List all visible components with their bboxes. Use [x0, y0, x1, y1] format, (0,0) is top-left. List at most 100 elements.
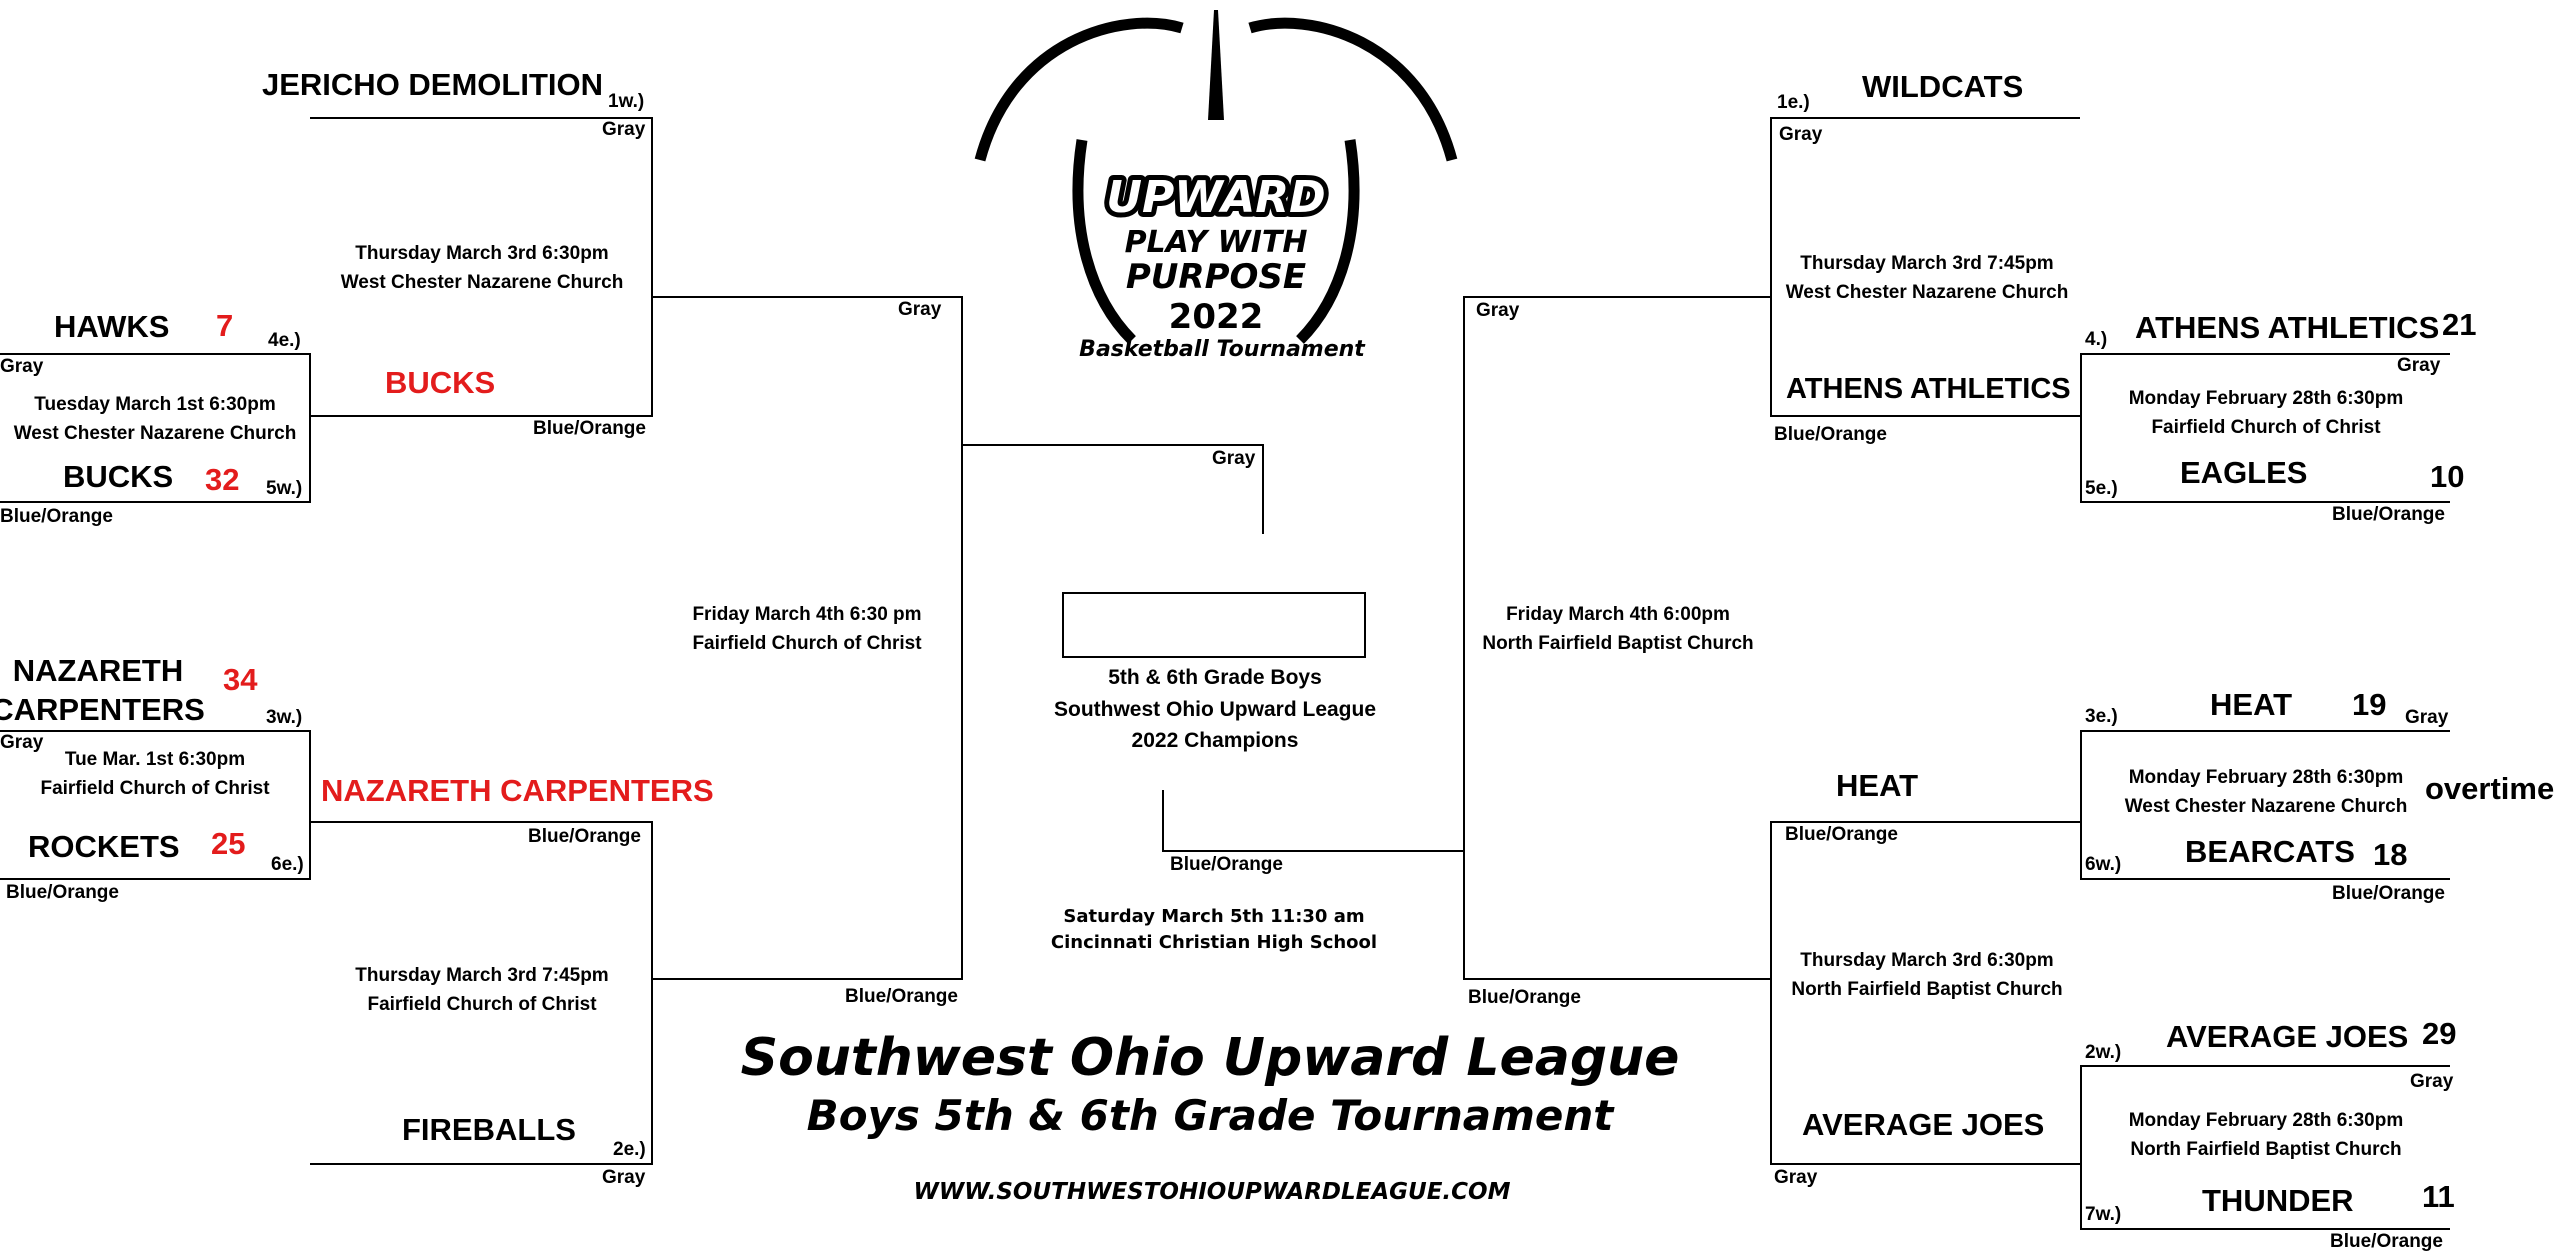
- game-date: Thursday March 3rd 6:30pm: [355, 243, 609, 264]
- game-venue: West Chester Nazarene Church: [2124, 795, 2408, 817]
- line-fireballs: [310, 1163, 652, 1165]
- seed-athens: 4.): [2085, 329, 2108, 350]
- line-qf1-vertical: [651, 117, 653, 417]
- seed-hawks: 4e.): [268, 330, 301, 351]
- game-info-nazareth-fireballs: Thursday March 3rd 7:45pm Fairfield Chur…: [355, 962, 608, 1019]
- seed-jericho: 1w.): [608, 91, 645, 112]
- line-nr-winner: [309, 821, 653, 823]
- champion-line2: Southwest Ohio Upward League: [1053, 697, 1377, 721]
- seed-bearcats: 6w.): [2085, 854, 2122, 875]
- line-qf3-vertical: [1770, 117, 1772, 417]
- game-date: Monday February 28th 6:30pm: [2128, 1110, 2404, 1131]
- team-heat: HEAT: [2210, 687, 2293, 722]
- line-hb-winner: [309, 415, 653, 417]
- team-athens-athletics: ATHENS ATHLETICS: [2135, 310, 2440, 345]
- team-rockets: ROCKETS: [28, 829, 180, 864]
- color-final-top: Gray: [1212, 448, 1256, 469]
- color-bucks: Blue/Orange: [0, 506, 113, 527]
- game-info-semi-left: Friday March 4th 6:30 pm Fairfield Churc…: [692, 601, 921, 658]
- color-semi-left-bottom: Blue/Orange: [845, 986, 958, 1007]
- team-fireballs: FIREBALLS: [402, 1112, 576, 1147]
- line-nazareth: [0, 730, 310, 732]
- game-venue: West Chester Nazarene Church: [13, 422, 297, 444]
- score-rockets: 25: [211, 826, 246, 861]
- team-bucks: BUCKS: [63, 459, 174, 494]
- team-jericho-demolition: JERICHO DEMOLITION: [262, 67, 604, 102]
- color-winner-avgjoes: Gray: [1774, 1167, 1818, 1188]
- overtime-label: overtime: [2425, 771, 2555, 806]
- seed-rockets: 6e.): [271, 854, 304, 875]
- color-average-joes: Gray: [2410, 1071, 2454, 1092]
- game-info-athens-eagles: Monday February 28th 6:30pm Fairfield Ch…: [2129, 385, 2404, 442]
- seed-average-joes: 2w.): [2085, 1042, 2122, 1063]
- line-qf4-vertical: [1770, 821, 1772, 1165]
- color-heat: Gray: [2405, 707, 2449, 728]
- line-ae-vertical: [2080, 353, 2082, 503]
- color-hawks: Gray: [0, 356, 44, 377]
- champion-line3: 2022 Champions: [1131, 729, 1299, 752]
- line-at-winner: [1770, 1163, 2082, 1165]
- game-date: Thursday March 3rd 7:45pm: [355, 965, 609, 986]
- game-date: Tue Mar. 1st 6:30pm: [64, 749, 246, 770]
- game-info-wildcats-athens: Thursday March 3rd 7:45pm West Chester N…: [1786, 250, 2069, 307]
- line-semi-left-out: [961, 444, 1264, 446]
- line-heat: [2080, 730, 2450, 732]
- score-average-joes: 29: [2422, 1016, 2457, 1051]
- seed-fireballs: 2e.): [613, 1139, 646, 1160]
- winner-heat: HEAT: [1836, 768, 1919, 803]
- team-nazareth-carpenters: NAZARETH CARPENTERS: [0, 652, 205, 730]
- score-athens: 21: [2442, 307, 2477, 342]
- color-final-bottom: Blue/Orange: [1170, 854, 1283, 875]
- color-eagles: Blue/Orange: [2332, 504, 2445, 525]
- upward-logo: UPWARD PLAY WITH PURPOSE 2022 Basketball…: [974, 10, 1458, 362]
- game-venue: West Chester Nazarene Church: [340, 271, 624, 293]
- game-date: Friday March 4th 6:00pm: [1506, 604, 1730, 625]
- team-bearcats: BEARCATS: [2185, 834, 2355, 869]
- svg-text:Basketball Tournament: Basketball Tournament: [1079, 337, 1366, 362]
- champion-line1: 5th & 6th Grade Boys: [1108, 666, 1322, 689]
- score-nazareth: 34: [223, 662, 258, 697]
- game-info-jericho-bucks: Thursday March 3rd 6:30pm West Chester N…: [341, 240, 624, 297]
- color-winner-bucks: Blue/Orange: [533, 418, 646, 439]
- line-nr-vertical: [309, 730, 311, 880]
- team-wildcats: WILDCATS: [1862, 69, 2024, 104]
- game-venue: Fairfield Church of Christ: [367, 993, 597, 1015]
- line-ae-winner: [1770, 415, 2082, 417]
- color-wildcats: Gray: [1779, 124, 1823, 145]
- game-venue: Fairfield Church of Christ: [692, 632, 922, 654]
- color-fireballs: Gray: [602, 1167, 646, 1188]
- line-final-bottom-vertical: [1162, 790, 1164, 852]
- footer-website-link[interactable]: WWW.SOUTHWESTOHIOUPWARDLEAGUE.COM: [913, 1179, 1511, 1205]
- line-semi-left-vertical: [961, 296, 963, 980]
- color-rockets: Blue/Orange: [6, 882, 119, 903]
- game-venue: North Fairfield Baptist Church: [2130, 1138, 2402, 1160]
- line-qf4-winner: [1463, 978, 1772, 980]
- game-info-final: Saturday March 5th 11:30 am Cincinnati C…: [1051, 904, 1377, 956]
- score-bearcats: 18: [2373, 837, 2408, 872]
- game-date: Friday March 4th 6:30 pm: [692, 604, 922, 625]
- svg-text:PLAY WITH: PLAY WITH: [1125, 225, 1308, 260]
- color-winner-heat: Blue/Orange: [1785, 824, 1898, 845]
- team-thunder: THUNDER: [2202, 1183, 2354, 1218]
- color-athens: Gray: [2397, 355, 2441, 376]
- team-average-joes: AVERAGE JOES: [2166, 1019, 2409, 1054]
- svg-text:PURPOSE: PURPOSE: [1126, 257, 1306, 297]
- game-venue: North Fairfield Baptist Church: [1482, 632, 1754, 654]
- line-semi-right-out: [1162, 850, 1465, 852]
- game-info-heat-bearcats: Monday February 28th 6:30pm West Chester…: [2125, 764, 2408, 821]
- seed-nazareth: 3w.): [266, 707, 303, 728]
- color-winner-athens: Blue/Orange: [1774, 424, 1887, 445]
- line-bucks: [0, 501, 310, 503]
- line-hb2-winner: [1770, 821, 2082, 823]
- line-thunder: [2080, 1228, 2450, 1230]
- score-thunder: 11: [2422, 1179, 2455, 1214]
- line-eagles: [2080, 501, 2450, 503]
- game-date: Saturday March 5th 11:30 am: [1063, 906, 1365, 927]
- line-bearcats: [2080, 878, 2450, 880]
- line-qf2-vertical: [651, 821, 653, 1165]
- footer-title: Southwest Ohio Upward League: [740, 1028, 1680, 1088]
- seed-thunder: 7w.): [2085, 1204, 2122, 1225]
- game-info-semi-right: Friday March 4th 6:00pm North Fairfield …: [1482, 601, 1753, 658]
- line-hb2-vertical: [2080, 730, 2082, 880]
- line-athens: [2080, 353, 2450, 355]
